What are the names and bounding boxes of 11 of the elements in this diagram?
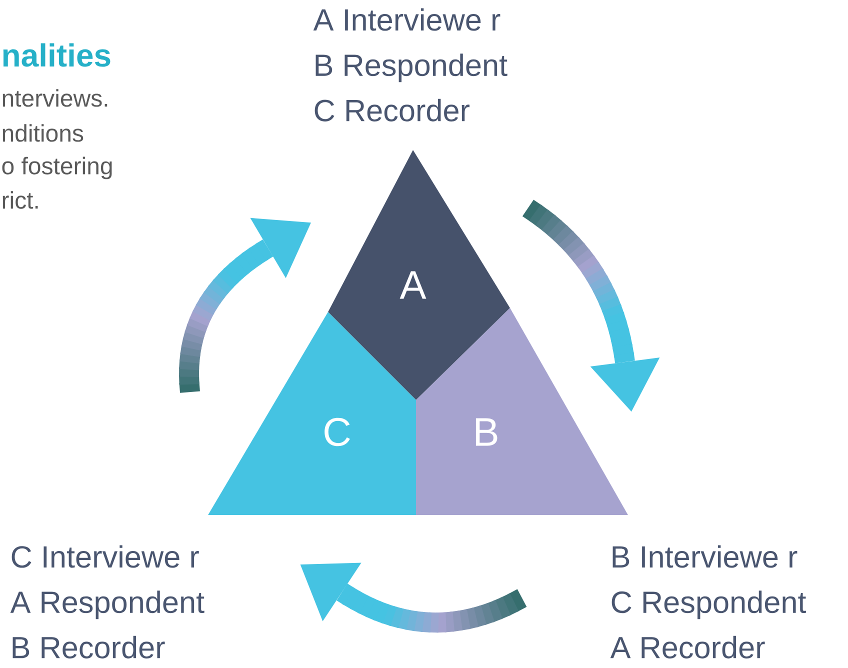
paragraph-line: nditions [2,124,84,142]
paragraph-line: rict. [2,191,38,209]
triangle-segment: C [208,312,416,515]
paragraph-line: nterviews. [2,89,108,107]
role-list: C Interviewe r A Respondent B Recorder [10,545,204,658]
paragraph-line: o fostering [2,156,112,180]
triangle-segment: B [416,308,628,515]
diamond-segment: A [328,150,510,400]
role-list: A Interviewe r B Respondent C Recorder [313,8,508,122]
role-list: B Interviewe r C Respondent A Recorder [610,545,806,658]
heading: nalities [3,43,110,67]
